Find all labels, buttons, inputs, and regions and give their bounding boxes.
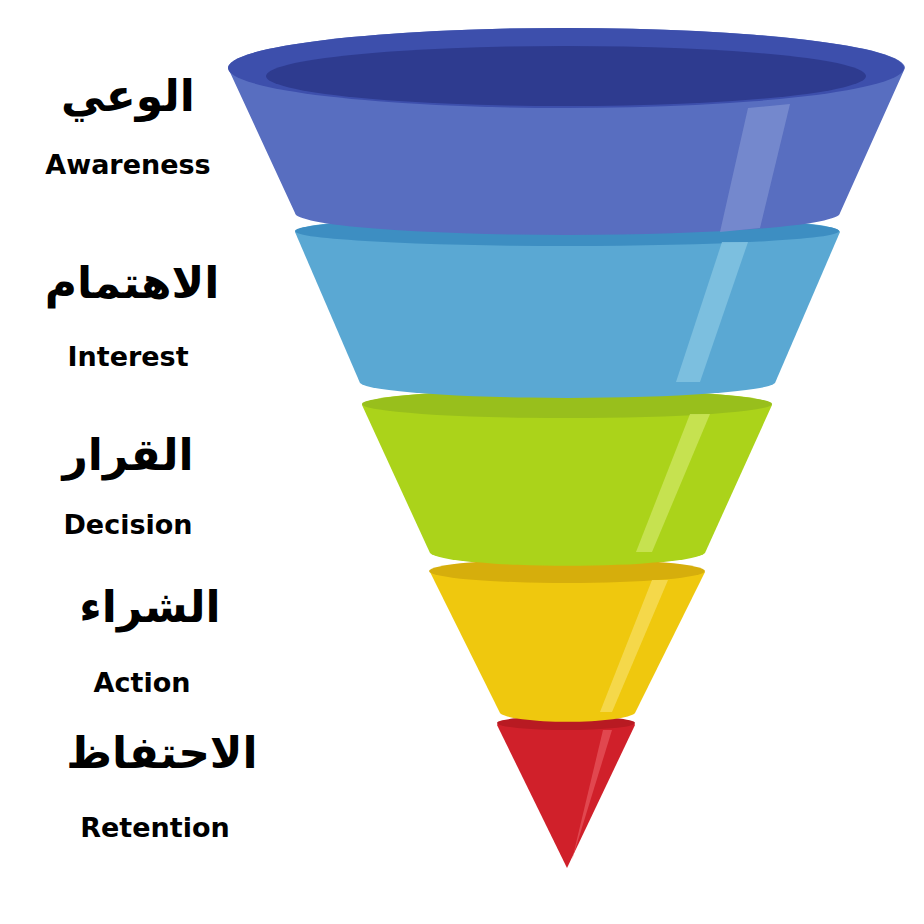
stage-label-english: Awareness — [45, 150, 210, 180]
funnel-band-decision — [362, 389, 772, 566]
stage-label-english: Interest — [67, 342, 188, 372]
stage-label-english: Retention — [80, 813, 229, 843]
highlight — [636, 414, 710, 552]
stage-label-arabic: الاحتفاظ — [66, 729, 257, 777]
highlight — [600, 580, 668, 712]
band-inner — [266, 46, 866, 106]
funnel-band-action — [430, 559, 705, 722]
highlight — [572, 730, 612, 860]
highlight — [720, 104, 790, 232]
stage-label-english: Action — [94, 668, 191, 698]
stage-label-arabic: الشراء — [79, 583, 220, 631]
highlight — [676, 242, 748, 382]
stage-label-arabic: الاهتمام — [45, 259, 220, 307]
stage-label-arabic: القرار — [62, 431, 193, 479]
funnel-band-retention — [497, 717, 635, 868]
funnel-band-awareness — [228, 28, 905, 235]
funnel-band-interest — [295, 214, 840, 398]
band-rim — [228, 28, 904, 108]
stage-label-arabic: الوعي — [61, 72, 195, 120]
stage-label-english: Decision — [63, 510, 192, 540]
